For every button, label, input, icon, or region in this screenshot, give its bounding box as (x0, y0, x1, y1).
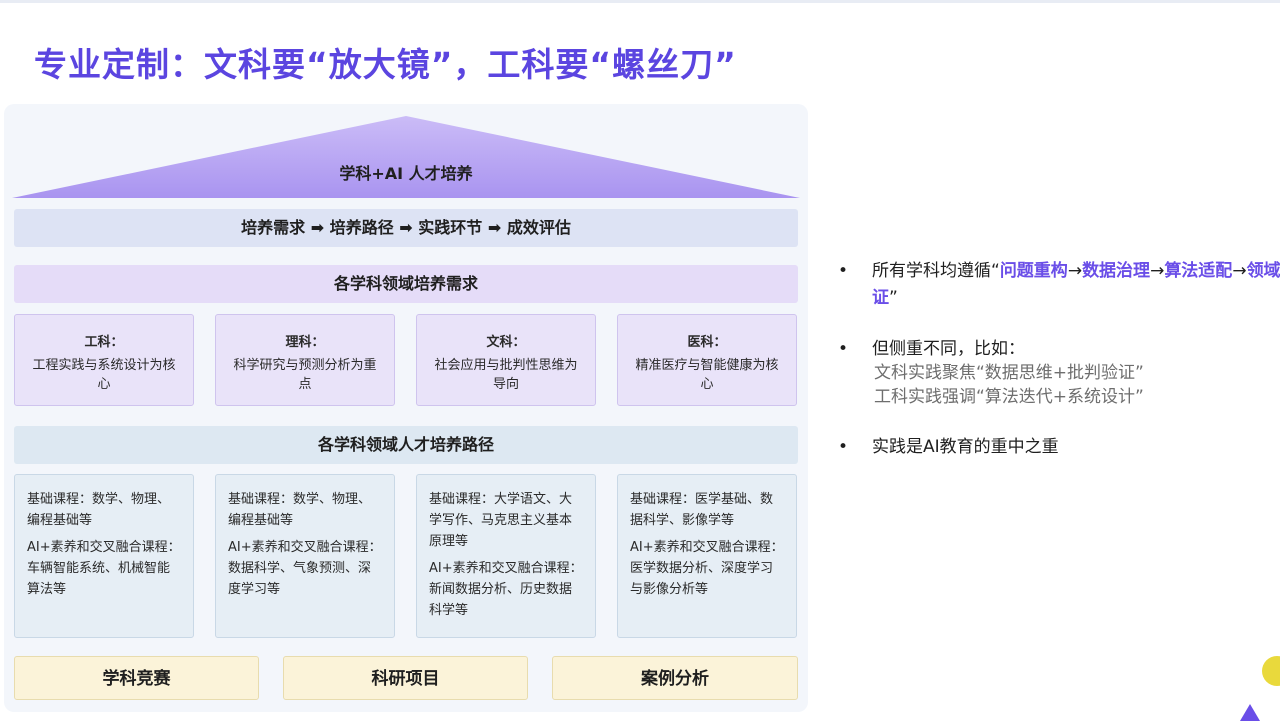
path-ai-courses: AI+素养和交叉融合课程：数据科学、气象预测、深度学习等 (228, 540, 382, 597)
highlight-text: 数据治理 (1082, 261, 1151, 281)
practice-research: 科研项目 (283, 656, 528, 700)
roof-triangle (12, 116, 800, 198)
need-card-science: 理科： 科学研究与预测分析为重点 (215, 314, 395, 406)
arrow-text: → (1232, 261, 1247, 281)
roof-label: 学科+AI 人才培养 (339, 164, 473, 183)
path-basic-courses: 基础课程：数学、物理、编程基础等 (27, 492, 171, 528)
path-ai-courses: AI+素养和交叉融合课程：车辆智能系统、机械智能算法等 (27, 540, 181, 597)
need-card-body: 社会应用与批判性思维为导向 (434, 358, 578, 392)
bullet-item: • 实践是AI教育的重中之重 (838, 434, 1280, 461)
sub-point: 工科实践强调“算法迭代+系统设计” (874, 387, 1144, 407)
bullet-text: ” (889, 288, 898, 308)
path-card-engineering: 基础课程：数学、物理、编程基础等 AI+素养和交叉融合课程：车辆智能系统、机械智… (14, 474, 194, 638)
need-card-head: 医科： (687, 335, 727, 350)
need-card-medicine: 医科： 精准医疗与智能健康为核心 (617, 314, 797, 406)
arrow-text: → (1067, 261, 1083, 281)
presenter-indicator-icon (1262, 656, 1280, 686)
bullet-dot: • (838, 339, 849, 359)
path-basic-courses: 基础课程：大学语文、大学写作、马克思主义基本原理等 (429, 492, 573, 549)
highlight-text: 算法适配 (1164, 261, 1233, 281)
need-card-head: 工科： (84, 335, 124, 350)
bullet-dot: • (838, 437, 849, 457)
bullet-item: • 但侧重不同，比如： (838, 336, 1280, 363)
bullet-text: 但侧重不同，比如： (872, 339, 1025, 359)
need-card-body: 科学研究与预测分析为重点 (233, 358, 377, 392)
bullet-dot: • (838, 261, 849, 281)
highlight-text: 领域验证 (872, 261, 1280, 308)
path-card-medicine: 基础课程：医学基础、数据科学、影像学等 AI+素养和交叉融合课程：医学数据分析、… (617, 474, 797, 638)
bullet-text: 实践是AI教育的重中之重 (872, 437, 1059, 457)
need-card-head: 理科： (285, 335, 325, 350)
practice-case-study: 案例分析 (552, 656, 798, 700)
paths-bar: 各学科领域人才培养路径 (14, 426, 798, 464)
need-card-head: 文科： (486, 335, 526, 350)
slide-title: 专业定制：文科要“放大镜”，工科要“螺丝刀” (34, 45, 737, 84)
path-ai-courses: AI+素养和交叉融合课程：医学数据分析、深度学习与影像分析等 (630, 540, 784, 597)
need-card-body: 工程实践与系统设计为核心 (32, 358, 176, 392)
sub-point: 文科实践聚焦“数据思维+批判验证” (874, 363, 1144, 383)
flow-bar: 培养需求 ➡ 培养路径 ➡ 实践环节 ➡ 成效评估 (14, 209, 798, 247)
need-card-engineering: 工科： 工程实践与系统设计为核心 (14, 314, 194, 406)
path-ai-courses: AI+素养和交叉融合课程：新闻数据分析、历史数据科学等 (429, 561, 583, 618)
bullet-item: • 所有学科均遵循“问题重构→数据治理→算法适配→领域验证” (838, 258, 1280, 312)
needs-bar: 各学科领域培养需求 (14, 265, 798, 303)
logo-icon (1240, 704, 1260, 721)
path-card-liberal-arts: 基础课程：大学语文、大学写作、马克思主义基本原理等 AI+素养和交叉融合课程：新… (416, 474, 596, 638)
bullet-text: 所有学科均遵循“ (872, 261, 1000, 281)
arrow-text: → (1150, 261, 1165, 281)
path-card-science: 基础课程：数学、物理、编程基础等 AI+素养和交叉融合课程：数据科学、气象预测、… (215, 474, 395, 638)
path-basic-courses: 基础课程：医学基础、数据科学、影像学等 (630, 492, 774, 528)
practice-competition: 学科竞赛 (14, 656, 259, 700)
path-basic-courses: 基础课程：数学、物理、编程基础等 (228, 492, 372, 528)
need-card-body: 精准医疗与智能健康为核心 (635, 358, 779, 392)
need-card-liberal-arts: 文科： 社会应用与批判性思维为导向 (416, 314, 596, 406)
highlight-text: 问题重构 (999, 261, 1068, 281)
